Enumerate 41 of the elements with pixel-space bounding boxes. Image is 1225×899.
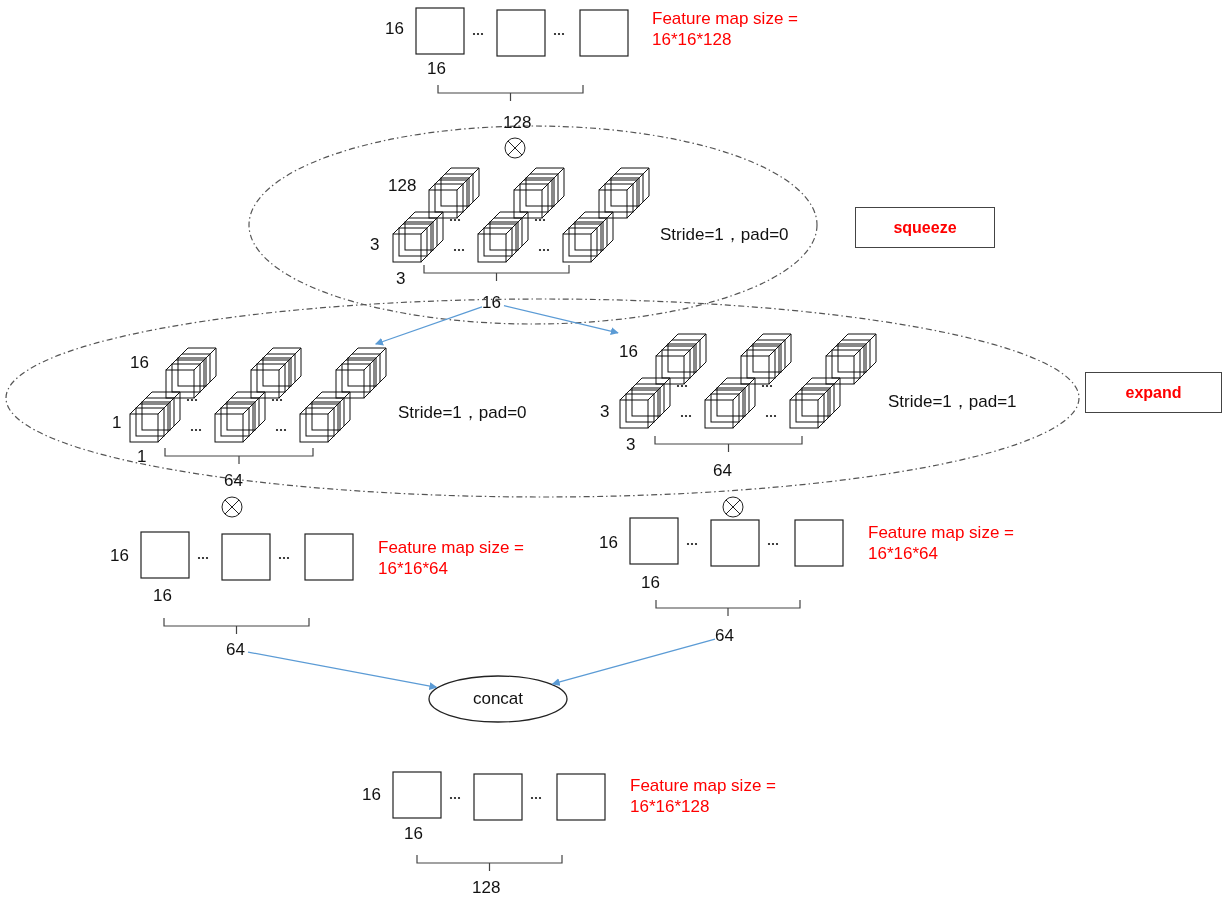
feature-map-size-note: Feature map size = 16*16*64 (378, 537, 525, 579)
kernel-cubes (128, 344, 390, 444)
dimension-number: 16 (619, 341, 638, 362)
arrow (551, 638, 716, 686)
dimension-number: 16 (482, 293, 504, 313)
dimension-number: Stride=1，pad=0 (660, 224, 789, 245)
arrow (375, 306, 483, 346)
dimension-number: 16 (427, 58, 446, 79)
dimension-number: 16 (641, 572, 660, 593)
dimension-number: 128 (472, 877, 501, 898)
dimension-number: 16 (599, 532, 618, 553)
dimension-number: 64 (715, 626, 737, 646)
stage-label-box: squeeze (855, 207, 995, 248)
arrow (247, 651, 438, 691)
dimension-number: 1 (112, 412, 122, 433)
dimension-number: 16 (404, 823, 423, 844)
dimension-number: 16 (362, 784, 381, 805)
dimension-number: 64 (713, 460, 732, 481)
dimension-number: 16 (130, 352, 149, 373)
kernel-cubes (618, 330, 880, 430)
dimension-number: Stride=1，pad=0 (398, 402, 527, 423)
concat-ellipse: concat (428, 675, 568, 723)
dimension-number: 16 (153, 585, 172, 606)
dimension-number: 3 (626, 434, 636, 455)
dimension-number: Stride=1，pad=1 (888, 391, 1017, 412)
stage-label-box: expand (1085, 372, 1222, 413)
dimension-number: 128 (388, 175, 417, 196)
feature-map-size-note: Feature map size = 16*16*64 (868, 522, 1015, 564)
dimension-number: 3 (396, 268, 406, 289)
dimension-number: 64 (224, 470, 243, 491)
dimension-number: 64 (226, 640, 248, 660)
dimension-number: 16 (110, 545, 129, 566)
dimension-number: 3 (370, 234, 380, 255)
dimension-number: 3 (600, 401, 610, 422)
feature-map-size-note: Feature map size = 16*16*128 (652, 8, 799, 50)
feature-map-size-note: Feature map size = 16*16*128 (630, 775, 777, 817)
dimension-number: 16 (385, 18, 404, 39)
dimension-number: 128 (503, 112, 532, 133)
arrow (503, 304, 619, 336)
dimension-number: 1 (137, 446, 147, 467)
dashed-ellipse (5, 298, 1080, 498)
